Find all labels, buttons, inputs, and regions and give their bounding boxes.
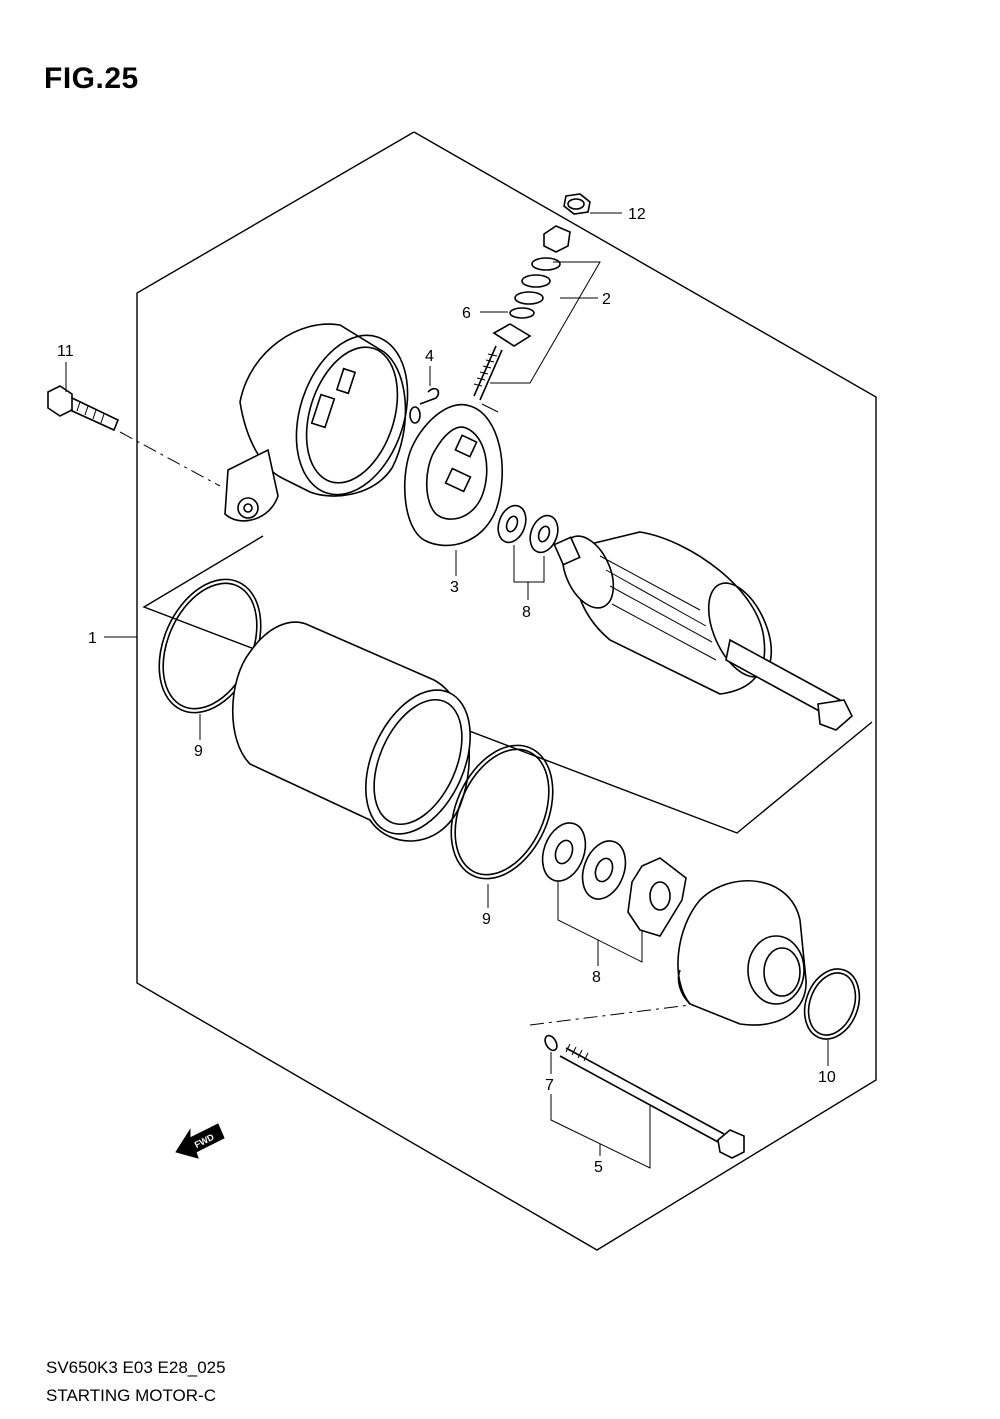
callout-10: 10 bbox=[818, 1069, 836, 1086]
washer-part-7 bbox=[544, 1034, 558, 1052]
armature bbox=[553, 531, 853, 731]
clip-part-4 bbox=[409, 387, 440, 424]
alignment-line-rear bbox=[529, 1004, 691, 1026]
washers-part-8-top bbox=[497, 504, 559, 554]
callout-7: 7 bbox=[545, 1077, 554, 1094]
yoke bbox=[231, 621, 471, 842]
assembly-boundary bbox=[136, 131, 877, 1251]
brush-holder-part-3 bbox=[403, 403, 503, 547]
rear-housing bbox=[224, 323, 409, 522]
callout-5: 6 bbox=[462, 305, 471, 322]
callout-6: 5 bbox=[594, 1159, 603, 1176]
callout-12: 12 bbox=[628, 206, 646, 223]
figure-code: SV650K3 E03 E28_025 bbox=[46, 1358, 226, 1377]
forward-arrow-icon: FWD bbox=[175, 1123, 225, 1159]
figure-name: STARTING MOTOR-C bbox=[46, 1386, 216, 1405]
callout-8-lower: 8 bbox=[592, 969, 601, 986]
callout-8-top: 8 bbox=[522, 604, 531, 621]
callout-9-upper: 9 bbox=[194, 743, 203, 760]
o-ring-part-9-lower bbox=[450, 744, 554, 880]
figure-title: FIG.25 bbox=[44, 62, 139, 95]
nut-part-12 bbox=[563, 193, 591, 215]
terminal-bolt bbox=[473, 345, 503, 401]
callout-3: 3 bbox=[450, 579, 459, 596]
callout-4: 4 bbox=[425, 348, 434, 365]
washers-part-8-lower bbox=[541, 822, 687, 937]
callout-9-lower: 9 bbox=[482, 911, 491, 928]
o-ring-part-10 bbox=[803, 968, 861, 1040]
terminal-hardware-stack bbox=[492, 225, 571, 347]
callout-1: 1 bbox=[88, 630, 97, 647]
alignment-line-bolt bbox=[119, 431, 221, 487]
leader-lines bbox=[65, 212, 829, 1169]
callout-11: 11 bbox=[57, 343, 74, 360]
front-housing bbox=[677, 880, 807, 1026]
bolt-part-11 bbox=[47, 385, 120, 432]
through-bolt-part-6 bbox=[559, 1043, 745, 1159]
callout-2: 2 bbox=[602, 291, 611, 308]
